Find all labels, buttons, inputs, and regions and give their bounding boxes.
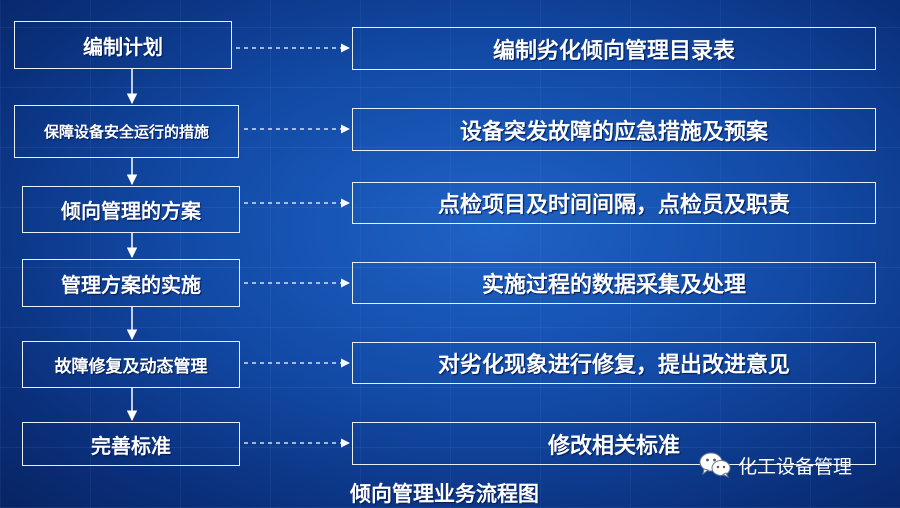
step-box-2: 保障设备安全运行的措施 [14, 105, 239, 158]
step-box-3: 倾向管理的方案 [22, 186, 240, 233]
watermark-text: 化工设备管理 [738, 455, 853, 478]
step-label-2: 保障设备安全运行的措施 [43, 123, 209, 141]
result-box-1: 编制劣化倾向管理目录表 [352, 27, 876, 70]
result-label-5: 对劣化现象进行修复，提出改进意见 [437, 353, 790, 378]
result-label-3: 点检项目及时间间隔，点检员及职责 [437, 193, 790, 218]
result-label-1: 编制劣化倾向管理目录表 [492, 38, 735, 64]
result-box-3: 点检项目及时间间隔，点检员及职责 [352, 182, 876, 224]
result-box-2: 设备突发故障的应急措施及预案 [352, 108, 876, 151]
step-box-4: 管理方案的实施 [22, 259, 240, 307]
result-label-4: 实施过程的数据采集及处理 [481, 273, 746, 298]
step-label-4: 管理方案的实施 [61, 272, 201, 297]
step-label-1: 编制计划 [83, 34, 163, 59]
step-box-1: 编制计划 [14, 21, 232, 69]
step-box-5: 故障修复及动态管理 [22, 341, 240, 388]
result-label-2: 设备突发故障的应急措施及预案 [459, 119, 768, 145]
step-box-6: 完善标准 [22, 422, 240, 466]
result-box-5: 对劣化现象进行修复，提出改进意见 [352, 342, 876, 384]
wechat-icon [698, 451, 732, 479]
result-box-4: 实施过程的数据采集及处理 [352, 262, 876, 304]
step-label-6: 完善标准 [91, 433, 171, 458]
diagram-caption: 倾向管理业务流程图 [350, 482, 539, 506]
step-label-5: 故障修复及动态管理 [54, 357, 208, 377]
watermark: 化工设备管理 [698, 451, 852, 479]
step-label-3: 倾向管理的方案 [61, 199, 201, 223]
result-box-6: 修改相关标准 [352, 422, 876, 465]
result-label-6: 修改相关标准 [547, 433, 680, 459]
